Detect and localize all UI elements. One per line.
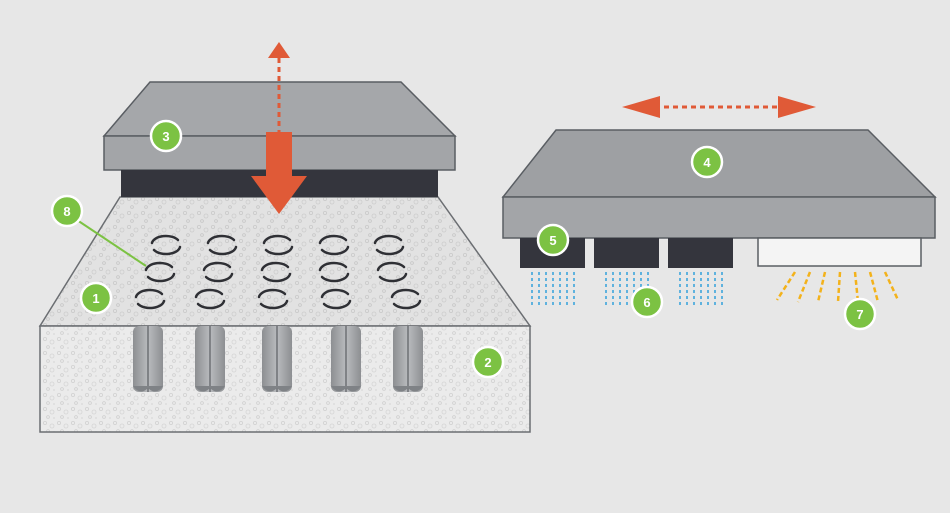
heat-rays-icon <box>775 271 900 303</box>
coil-spring-icon <box>320 288 352 310</box>
coil-spring-icon <box>376 261 408 283</box>
callout-2: 2 <box>471 345 505 379</box>
coil-spring-icon <box>260 261 292 283</box>
callout-5: 5 <box>536 223 570 257</box>
coil-spring-icon <box>262 234 294 256</box>
right-plate-front <box>502 196 936 239</box>
coil-spring-icon <box>318 234 350 256</box>
callout-label: 5 <box>549 233 556 248</box>
spray-nozzle-block <box>668 238 733 268</box>
callout-7: 7 <box>843 297 877 331</box>
water-spray-icon <box>531 272 723 305</box>
callout-label: 3 <box>162 129 169 144</box>
rod <box>133 326 163 392</box>
coil-spring-icon <box>144 261 176 283</box>
callout-label: 4 <box>703 155 711 170</box>
coil-springs <box>134 234 422 310</box>
callout-label: 1 <box>92 291 99 306</box>
embedded-rods <box>133 326 423 392</box>
callout-4: 4 <box>690 145 724 179</box>
coil-spring-icon <box>202 261 234 283</box>
coil-spring-icon <box>318 261 350 283</box>
rod <box>393 326 423 392</box>
callout-8: 8 <box>50 194 84 228</box>
left-press-assembly <box>38 42 532 433</box>
coil-spring-icon <box>206 234 238 256</box>
spray-nozzle-block <box>594 238 659 268</box>
callout-8-leader-line <box>76 219 147 267</box>
heater-block <box>757 237 922 267</box>
callout-label: 6 <box>643 295 650 310</box>
coil-spring-icon <box>134 288 166 310</box>
coil-spring-icon <box>257 288 289 310</box>
vertical-double-arrow-icon <box>251 42 307 214</box>
coil-spring-icon <box>150 234 182 256</box>
coil-spring-icon <box>194 288 226 310</box>
callout-6: 6 <box>630 285 664 319</box>
rod <box>195 326 225 392</box>
right-press-assembly <box>501 96 937 305</box>
coil-spring-icon <box>373 234 405 256</box>
horizontal-double-arrow-icon <box>622 96 816 118</box>
callout-label: 8 <box>63 204 70 219</box>
foam-block-top-surface <box>38 196 532 327</box>
rod <box>331 326 361 392</box>
callout-1: 1 <box>79 281 113 315</box>
callout-label: 2 <box>484 355 491 370</box>
coil-spring-icon <box>390 288 422 310</box>
rod <box>262 326 292 392</box>
callout-label: 7 <box>856 307 863 322</box>
callout-3: 3 <box>149 119 183 153</box>
